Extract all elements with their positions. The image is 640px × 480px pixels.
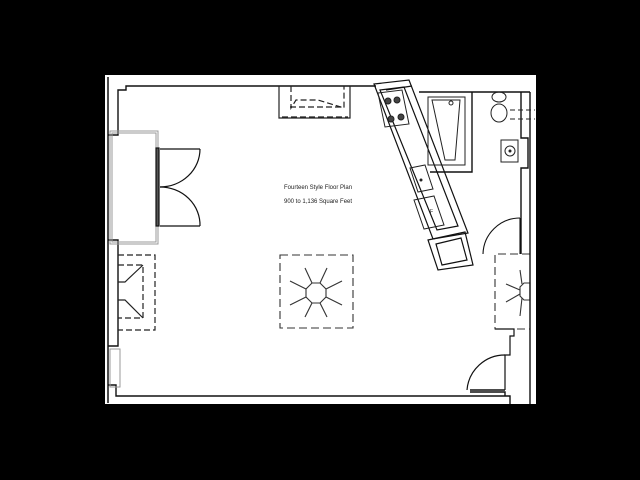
- kitchen-island-end: [427, 231, 474, 271]
- kitchen-counter: [373, 79, 469, 240]
- refrigerator: F: [413, 195, 445, 230]
- bathroom-sink: [500, 139, 519, 163]
- plan-paper: [105, 75, 536, 404]
- entry-door: [466, 328, 515, 391]
- kitchen-sink: [409, 164, 434, 193]
- plan-title: Fourteen Style Floor Plan: [284, 185, 352, 191]
- bathroom-walls: [419, 91, 531, 404]
- top-closet: [278, 86, 351, 119]
- bathtub: [427, 96, 466, 166]
- toilet: [490, 91, 535, 123]
- plan-area: 900 to 1,136 Square Feet: [284, 199, 352, 205]
- perimeter-walls: [108, 85, 511, 404]
- stove: [377, 89, 410, 128]
- left-closet: [118, 254, 156, 331]
- svg-text:F: F: [430, 209, 433, 215]
- double-doors: [155, 147, 201, 227]
- center-light-fixture: [279, 254, 354, 329]
- bathroom-door: [482, 217, 521, 255]
